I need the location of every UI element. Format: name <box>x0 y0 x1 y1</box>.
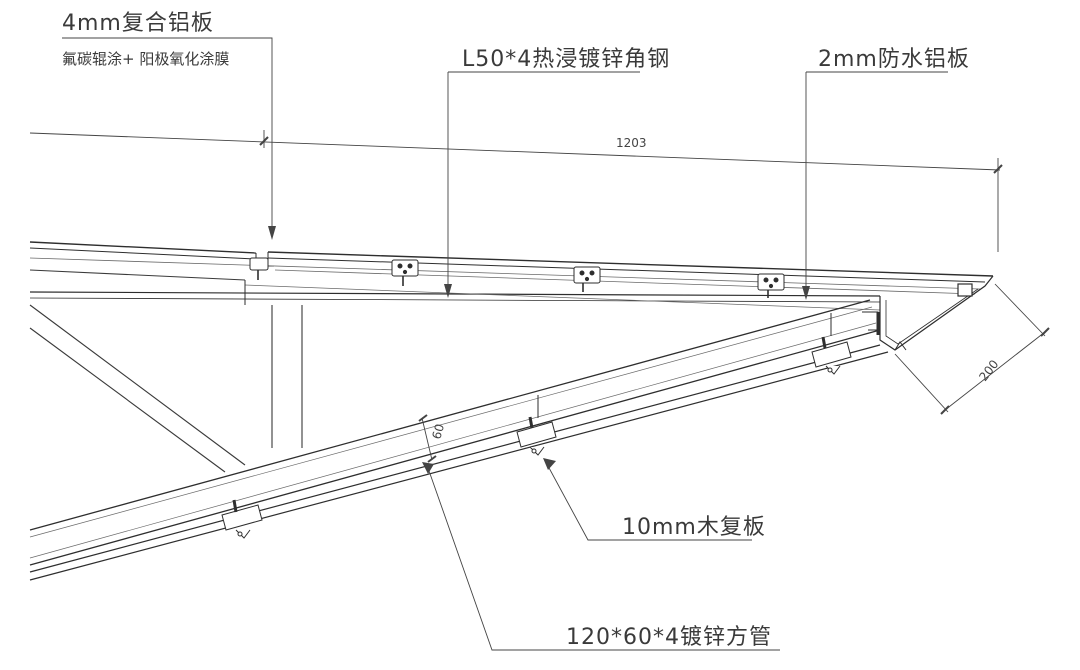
top-roof-panel <box>29 241 994 295</box>
beam-top <box>29 291 881 297</box>
truss-brace-top-edge <box>29 304 246 466</box>
leader-composite <box>62 37 273 232</box>
dimension-1203-text: 1203 <box>616 136 647 150</box>
hanger-3 <box>811 336 852 375</box>
eave-outline <box>879 275 994 351</box>
label-wood-panel: 10mm木复板 <box>622 515 766 540</box>
dim-ext-200-top <box>994 283 1046 337</box>
inner-layer <box>29 257 981 290</box>
label-waterproof-panel: 2mm防水铝板 <box>818 47 970 72</box>
eave-bracket <box>862 311 879 331</box>
clip-1 <box>391 259 419 286</box>
eave-drip <box>894 341 907 351</box>
leader-tube <box>427 467 780 651</box>
angle-steel-beam <box>29 280 881 311</box>
hanger-1 <box>221 499 263 539</box>
dim-tick-200b <box>1040 327 1050 337</box>
tube-bottom <box>29 329 881 566</box>
dim-line-60 <box>421 417 433 461</box>
dim-line-1203 <box>29 132 1001 171</box>
tube-bottom-inner <box>29 322 877 559</box>
dim-tick-right <box>993 164 1003 174</box>
panel-left-top <box>29 241 257 254</box>
soffit-hangers <box>221 336 852 539</box>
clip-joint <box>249 257 269 280</box>
dim-tick-60b <box>427 455 437 463</box>
dim-tick-60a <box>418 414 428 422</box>
dim-ext-200-bottom <box>894 353 949 413</box>
leaders <box>62 37 948 651</box>
soffit-bottom <box>29 351 889 581</box>
label-angle-steel: L50*4热浸镀锌角钢 <box>462 47 670 72</box>
label-composite-panel: 4mm复合铝板 <box>62 11 214 36</box>
eave-tip <box>862 275 994 351</box>
truss-brace-bottom-edge <box>29 327 226 473</box>
steel-truss <box>29 269 303 473</box>
label-composite-coating: 氟碳辊涂+ 阳极氧化涂膜 <box>62 50 229 68</box>
clip-2 <box>573 266 601 292</box>
soffit-top <box>29 344 881 573</box>
beam-mid <box>244 284 881 311</box>
dimension-200 <box>894 283 1050 415</box>
panel-clips <box>249 257 785 298</box>
wood-soffit <box>29 344 889 581</box>
dimension-1203 <box>29 130 1003 252</box>
tube-top-inner <box>29 306 873 538</box>
leader-wood <box>547 465 752 541</box>
panel-right-top <box>267 251 994 277</box>
beam-top-inner <box>29 297 881 303</box>
dimension-60 <box>418 414 437 463</box>
panel-right-bottom <box>267 257 986 283</box>
tube-top <box>29 299 871 531</box>
tube-stubs <box>537 313 832 418</box>
eave-inner <box>885 288 979 345</box>
square-tube <box>29 299 881 566</box>
clip-3 <box>757 273 785 298</box>
dimension-200-text: 200 <box>976 357 1001 384</box>
hanger-2 <box>516 416 557 456</box>
dim-tick-left <box>259 136 269 146</box>
dim-line-200 <box>944 331 1046 411</box>
dim-tick-200a <box>940 405 950 415</box>
chord-line <box>29 269 246 281</box>
dimension-60-text: 60 <box>429 422 447 441</box>
label-square-tube: 120*60*4镀锌方管 <box>566 625 772 650</box>
panel-left-bottom <box>29 247 257 260</box>
eave-cap <box>957 283 973 297</box>
